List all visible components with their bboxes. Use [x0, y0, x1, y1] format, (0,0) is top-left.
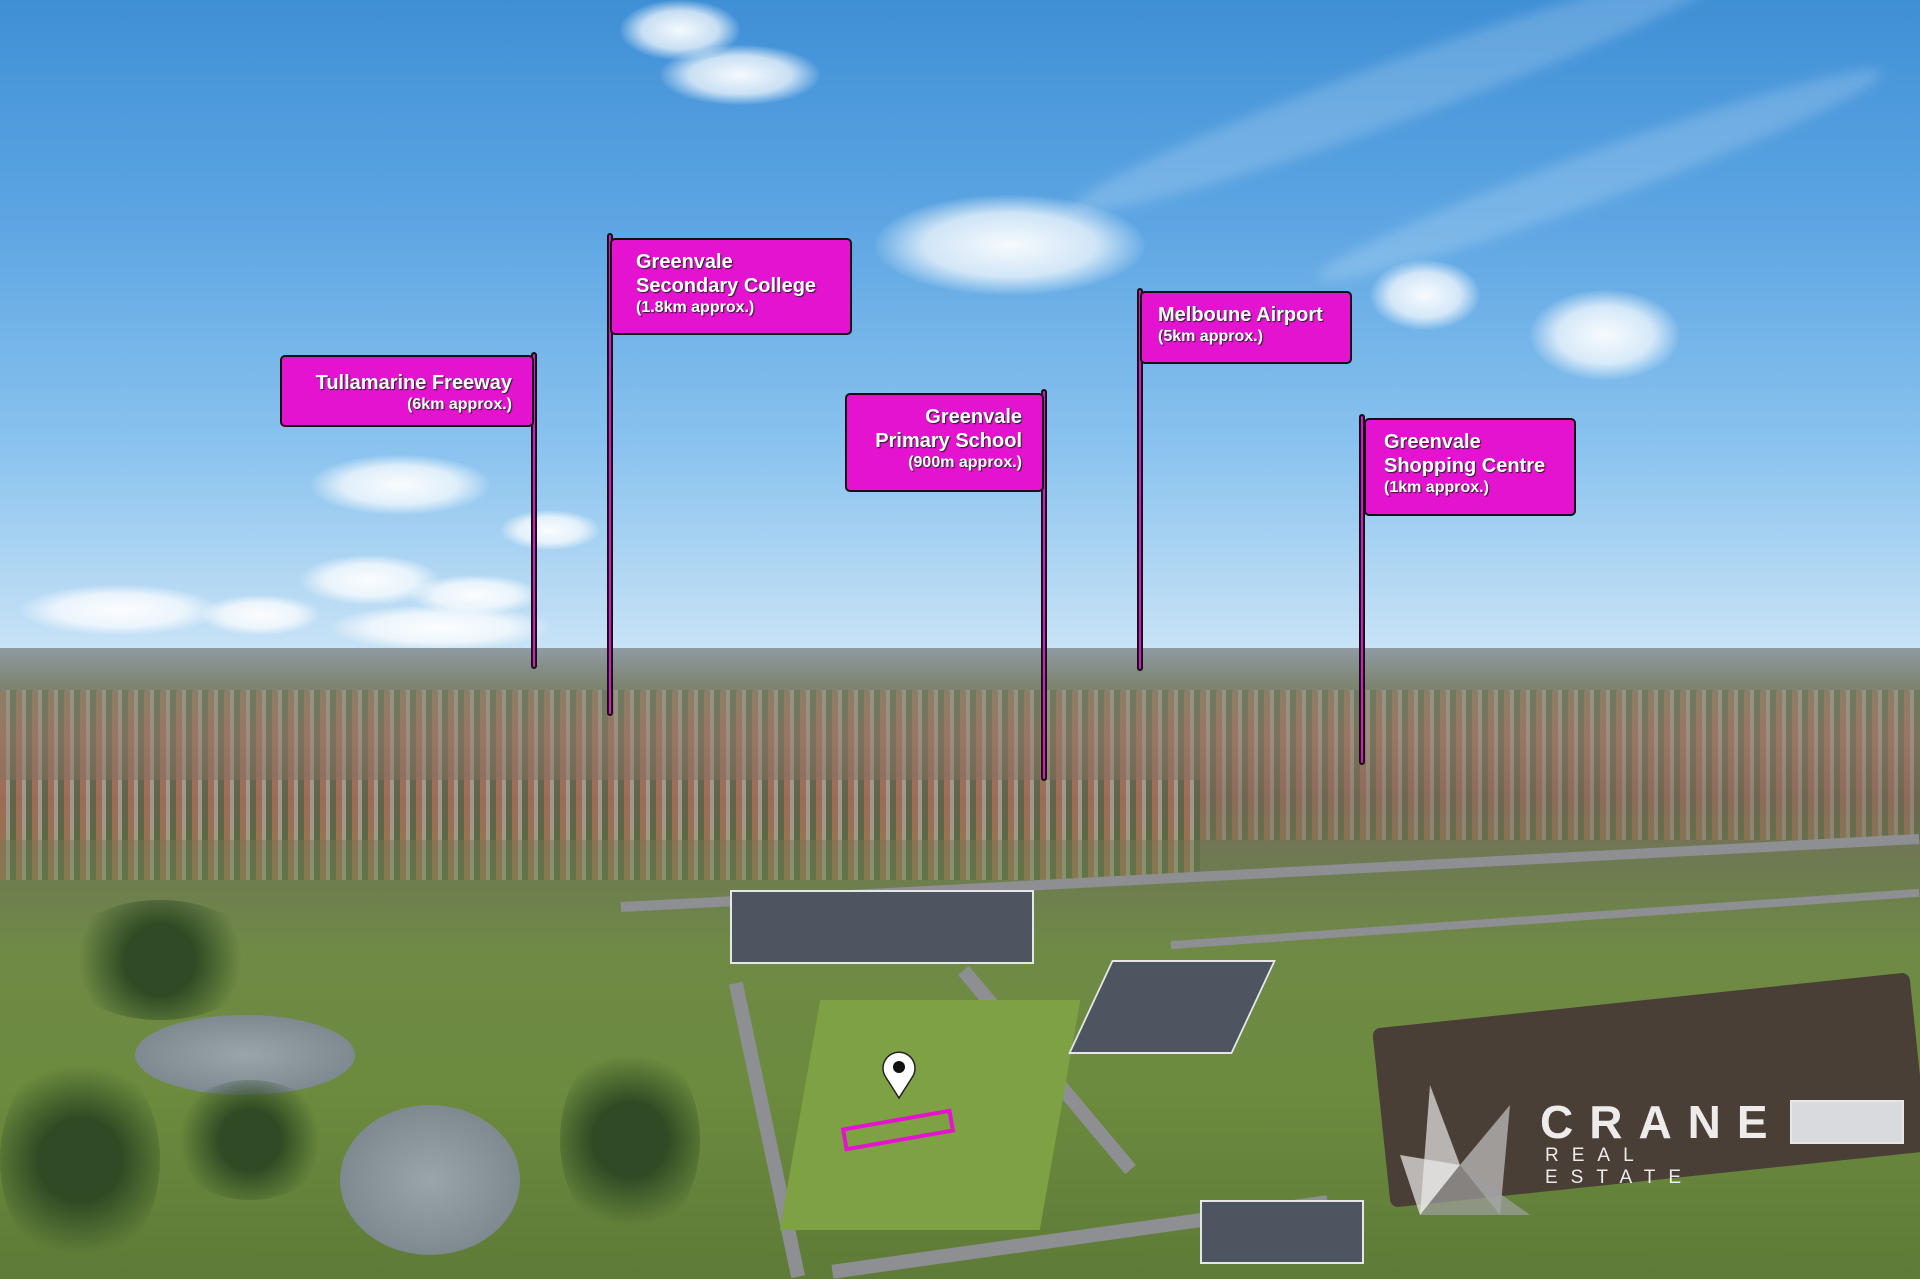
flag-pole: [531, 352, 537, 669]
watermark-tagline: REAL ESTATE: [1545, 1145, 1695, 1188]
flag-pole: [1359, 414, 1365, 765]
lake: [340, 1105, 520, 1255]
suburbs: [0, 780, 1200, 880]
flag-tullamarine-freeway: Tullamarine Freeway (6km approx.): [280, 355, 534, 427]
trees: [560, 1040, 700, 1240]
flag-title: Greenvale: [636, 251, 733, 273]
flag-title: Greenvale: [925, 406, 1022, 428]
flag-pole: [607, 233, 613, 716]
location-pin-icon: [882, 1051, 916, 1100]
houses: [1200, 1200, 1364, 1264]
trees: [60, 900, 260, 1020]
cloud: [1530, 290, 1680, 380]
cloud: [1370, 260, 1480, 330]
houses: [730, 890, 1034, 964]
flag-title: Greenvale: [1384, 431, 1481, 453]
flag-title: Shopping Centre: [1384, 455, 1546, 477]
suburbs: [0, 690, 1920, 840]
flag-title: Primary School: [875, 430, 1022, 452]
flag-greenvale-primary-school: Greenvale Primary School (900m approx.): [845, 393, 1044, 492]
crane-logo-icon: [1400, 1085, 1530, 1215]
flag-distance: (1.8km approx.): [636, 299, 755, 316]
flag-melbourne-airport: Melboune Airport (5km approx.): [1140, 291, 1352, 364]
flag-distance: (900m approx.): [908, 454, 1022, 471]
cloud: [200, 595, 320, 635]
cloud: [500, 510, 600, 550]
flag-title: Melboune Airport: [1158, 304, 1323, 326]
flag-greenvale-secondary-college: Greenvale Secondary College (1.8km appro…: [610, 238, 852, 335]
flag-distance: (5km approx.): [1158, 328, 1263, 345]
flag-pole: [1137, 288, 1143, 671]
cloud: [20, 585, 220, 635]
flag-distance: (6km approx.): [407, 396, 512, 413]
flag-distance: (1km approx.): [1384, 479, 1489, 496]
trees: [170, 1080, 330, 1200]
flag-greenvale-shopping-centre: Greenvale Shopping Centre (1km approx.): [1364, 418, 1576, 516]
watermark-brand: CRANE: [1540, 1096, 1784, 1148]
trees: [0, 1050, 160, 1270]
cloud: [660, 45, 820, 105]
flag-title: Tullamarine Freeway: [315, 372, 512, 394]
cloud: [330, 605, 550, 650]
flag-title: Secondary College: [636, 275, 817, 297]
flag-pole: [1041, 389, 1047, 781]
cloud: [310, 455, 490, 515]
cloud: [410, 575, 540, 615]
houses: [1790, 1100, 1904, 1144]
cloud: [875, 195, 1145, 295]
